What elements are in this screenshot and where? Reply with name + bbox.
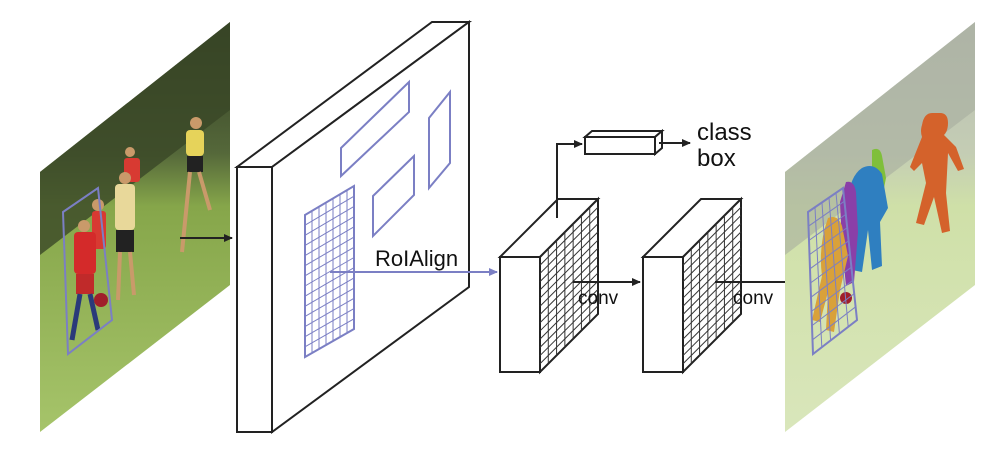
roi-grid-row-line bbox=[304, 205, 355, 236]
block1-grid-row-line bbox=[539, 280, 599, 340]
block2-grid-row-line bbox=[682, 280, 742, 340]
feature-roi-2 bbox=[428, 89, 451, 191]
roi-grid-row-line bbox=[304, 308, 355, 338]
roi-grid-row-line bbox=[304, 277, 355, 307]
block1-grid-row-line bbox=[539, 256, 599, 315]
block1-grid-row-line bbox=[539, 206, 599, 266]
block2-grid-row-line bbox=[682, 223, 742, 282]
roi-grid-row-line bbox=[304, 246, 355, 277]
conv-feature-block bbox=[640, 196, 744, 375]
block1-grid-row-line bbox=[539, 264, 599, 324]
conv-label-1: conv bbox=[578, 288, 619, 309]
roi-grid-row-line bbox=[304, 236, 355, 267]
block2-grid-row-line bbox=[682, 256, 742, 315]
output-grid-row-line bbox=[809, 240, 849, 270]
block1-grid-row-line bbox=[539, 297, 599, 356]
block2-grid-row-line bbox=[682, 239, 742, 299]
conv-label-2: conv bbox=[733, 288, 774, 309]
output-grid-row-line bbox=[811, 293, 855, 326]
output-image-trees bbox=[785, 22, 975, 255]
box-label: box bbox=[697, 145, 736, 172]
input-image-trees bbox=[40, 22, 230, 255]
roi-grid-row-line bbox=[304, 195, 355, 226]
input-image-players bbox=[69, 117, 212, 341]
roi-grid-row-line bbox=[304, 318, 355, 348]
output-grid-row-line bbox=[810, 253, 851, 284]
block1-grid-row-line bbox=[539, 247, 599, 307]
instance-masks bbox=[812, 113, 964, 332]
roi-grid-row-line bbox=[304, 297, 355, 328]
block1-grid-row-line bbox=[539, 305, 599, 365]
roi-feature-block bbox=[497, 196, 601, 375]
block2-grid-row-line bbox=[682, 305, 742, 365]
block2-grid-row-line bbox=[682, 297, 742, 356]
block1-grid-row-line bbox=[539, 289, 599, 348]
block1-grid-row-line bbox=[539, 239, 599, 299]
output-grid-row-line bbox=[812, 306, 856, 341]
roi-grid-row-line bbox=[304, 287, 355, 317]
output-grid-row-line bbox=[810, 266, 852, 298]
output-grid-row-line bbox=[811, 280, 854, 312]
roialign-label: RoIAlign bbox=[375, 246, 458, 271]
feature-roi-1 bbox=[340, 79, 410, 179]
output-grid-row-line bbox=[808, 200, 845, 227]
block2-grid-row-line bbox=[682, 289, 742, 348]
output-roi-grid bbox=[806, 186, 859, 356]
output-grid-row-line bbox=[809, 227, 848, 256]
backbone-feature-map bbox=[233, 20, 473, 434]
output-grid-row-line bbox=[808, 213, 847, 241]
block2-grid-row-line bbox=[682, 231, 742, 291]
roi-grid-row-line bbox=[304, 216, 355, 246]
block1-grid-row-line bbox=[539, 215, 599, 274]
block2-grid-row-line bbox=[682, 264, 742, 324]
feature-roi-3 bbox=[372, 153, 415, 239]
block2-grid-row-line bbox=[682, 206, 742, 266]
roi-grid-row-line bbox=[304, 257, 355, 287]
mask-yellow bbox=[812, 217, 848, 332]
block1-grid-row-line bbox=[539, 223, 599, 282]
output-image bbox=[785, 22, 975, 432]
block2-grid-row-line bbox=[682, 247, 742, 307]
class-box-fc-layer bbox=[582, 128, 665, 157]
input-image bbox=[40, 22, 230, 432]
input-roi-box bbox=[61, 186, 114, 356]
head-branch-arrow bbox=[556, 140, 583, 218]
block2-grid-row-line bbox=[682, 215, 742, 274]
mask-orange bbox=[910, 113, 964, 233]
block1-grid-row-line bbox=[539, 231, 599, 291]
roi-grid-row-line bbox=[304, 226, 355, 257]
class-label: class bbox=[697, 119, 752, 146]
feature-roi-grid bbox=[304, 184, 355, 359]
mask-blue bbox=[848, 166, 888, 272]
